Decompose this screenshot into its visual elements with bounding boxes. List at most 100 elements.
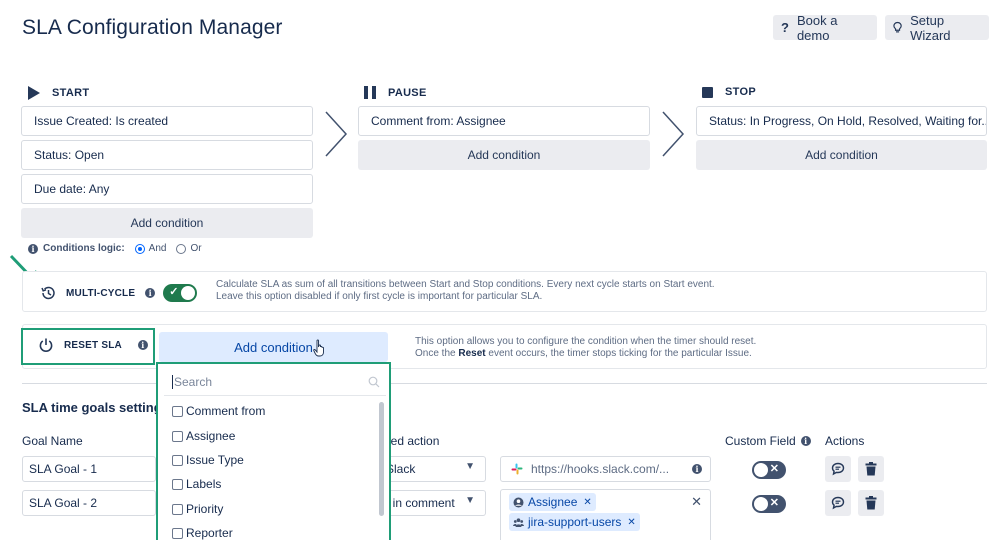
reset-sla-highlight: [21, 328, 155, 365]
multi-cycle-desc-line1: Calculate SLA as sum of all transitions …: [216, 279, 715, 290]
option-assignee[interactable]: Assignee: [172, 429, 235, 443]
tag-group[interactable]: jira-support-users ✕: [509, 513, 640, 531]
option-comment-from[interactable]: Comment from: [172, 404, 265, 418]
user-icon: [513, 497, 524, 507]
chevron-right-icon: [662, 111, 685, 157]
logic-or-radio[interactable]: [176, 243, 187, 254]
comment-button[interactable]: [825, 490, 851, 516]
stop-icon: [702, 86, 713, 98]
custom-field-toggle[interactable]: ✕: [752, 461, 786, 479]
question-icon: ?: [781, 20, 789, 35]
option-label: Comment from: [186, 404, 266, 418]
start-condition-status[interactable]: Status: Open: [21, 140, 313, 170]
pause-header: PAUSE: [364, 86, 427, 99]
conditions-logic-label: Conditions logic:: [43, 243, 125, 254]
pause-add-condition-button[interactable]: Add condition: [358, 140, 650, 170]
chevron-right-icon: [325, 111, 348, 157]
action-select-value: Slack: [386, 462, 416, 476]
checkbox[interactable]: [172, 478, 183, 490]
reset-sla-desc-line1: This option allows you to configure the …: [415, 336, 757, 347]
option-reporter[interactable]: Reporter: [172, 526, 233, 540]
info-icon: i: [137, 340, 148, 350]
info-icon: i: [145, 288, 156, 298]
setup-wizard-button[interactable]: Setup Wizard: [885, 12, 989, 43]
lightbulb-icon: [893, 21, 902, 33]
play-icon: [28, 86, 40, 100]
history-icon: [41, 286, 55, 300]
pause-condition-comment[interactable]: Comment from: Assignee: [358, 106, 650, 136]
custom-field-toggle[interactable]: ✕: [752, 495, 786, 513]
reset-desc-pre: Once the: [415, 348, 459, 359]
trash-icon: [865, 496, 877, 510]
chevron-down-icon: ▼: [465, 461, 475, 472]
logic-and-label: And: [148, 243, 167, 254]
multi-cycle-toggle[interactable]: ✓: [163, 284, 198, 302]
option-label: Labels: [186, 477, 222, 491]
setup-wizard-label: Setup Wizard: [910, 12, 951, 43]
reset-desc-post: event occurs, the timer stops ticking fo…: [485, 348, 752, 359]
dropdown-search-input[interactable]: Search: [164, 368, 386, 396]
comment-button[interactable]: [825, 456, 851, 482]
option-issue-type[interactable]: Issue Type: [172, 453, 244, 467]
delete-button[interactable]: [858, 456, 884, 482]
reset-sla-label: RESET SLA: [64, 339, 122, 351]
stop-header: STOP: [702, 86, 756, 98]
info-icon: i: [28, 243, 38, 254]
stop-condition-status[interactable]: Status: In Progress, On Hold, Resolved, …: [696, 106, 987, 136]
checkbox[interactable]: [172, 405, 183, 417]
webhook-url-value: https://hooks.slack.com/...: [531, 462, 670, 476]
tag-group-label: jira-support-users: [528, 515, 622, 529]
clear-all-icon[interactable]: ✕: [691, 494, 702, 509]
remove-tag-icon[interactable]: ✕: [627, 516, 636, 528]
start-condition-issue-created[interactable]: Issue Created: Is created: [21, 106, 313, 136]
option-label: Assignee: [186, 429, 236, 443]
book-demo-label: Book a demo: [796, 12, 838, 43]
col-goal-name: Goal Name: [22, 434, 83, 448]
dropdown-scrollbar[interactable]: [379, 402, 384, 516]
reset-sla-description: This option allows you to configure the …: [415, 336, 756, 360]
action-select-value: t in comment: [386, 496, 455, 510]
option-label: Reporter: [186, 526, 233, 540]
goal-name-input[interactable]: SLA Goal - 1: [22, 456, 156, 482]
option-labels[interactable]: Labels: [172, 477, 221, 491]
reset-add-condition-button[interactable]: Add condition: [159, 332, 388, 362]
multi-cycle-description: Calculate SLA as sum of all transitions …: [216, 279, 715, 303]
webhook-url-field[interactable]: https://hooks.slack.com/... i: [500, 456, 711, 482]
section-divider: [22, 383, 987, 384]
conditions-logic: i Conditions logic: And Or: [28, 243, 202, 254]
col-custom-field-label: Custom Field: [725, 434, 796, 448]
action-select[interactable]: t in comment ▼: [380, 490, 486, 516]
goals-section-title: SLA time goals setting: [22, 400, 162, 415]
book-demo-button[interactable]: ? Book a demo: [773, 12, 877, 43]
recipients-field[interactable]: Assignee ✕ jira-support-users ✕ ✕: [500, 489, 711, 540]
tag-assignee[interactable]: Assignee ✕: [509, 493, 596, 511]
start-condition-due-date[interactable]: Due date: Any: [21, 174, 313, 204]
remove-tag-icon[interactable]: ✕: [583, 496, 592, 508]
stop-add-condition-button[interactable]: Add condition: [696, 140, 987, 170]
checkbox[interactable]: [172, 527, 183, 539]
reset-desc-bold: Reset: [458, 348, 486, 359]
pause-icon: [364, 86, 376, 99]
goal-name-input[interactable]: SLA Goal - 2: [22, 490, 156, 516]
chevron-down-icon: ▼: [465, 495, 475, 506]
delete-button[interactable]: [858, 490, 884, 516]
comment-icon: [831, 462, 845, 476]
action-select[interactable]: Slack ▼: [380, 456, 486, 482]
reset-sla-header: RESET SLA i: [38, 337, 148, 353]
option-priority[interactable]: Priority: [172, 502, 223, 516]
checkbox[interactable]: [172, 503, 183, 515]
power-icon: [39, 338, 53, 352]
users-icon: [513, 517, 524, 527]
pause-label: PAUSE: [388, 86, 427, 99]
info-icon: i: [800, 436, 811, 446]
comment-icon: [831, 496, 845, 510]
logic-or-label: Or: [190, 243, 202, 254]
stop-label: STOP: [725, 86, 756, 98]
checkbox[interactable]: [172, 430, 183, 442]
logic-and-radio[interactable]: [134, 243, 145, 254]
checkbox[interactable]: [172, 454, 183, 466]
search-icon: [368, 376, 380, 388]
multi-cycle-label: MULTI-CYCLE: [66, 287, 136, 299]
start-add-condition-button[interactable]: Add condition: [21, 208, 313, 238]
condition-dropdown: Search Comment from Assignee Issue Type …: [156, 362, 391, 540]
